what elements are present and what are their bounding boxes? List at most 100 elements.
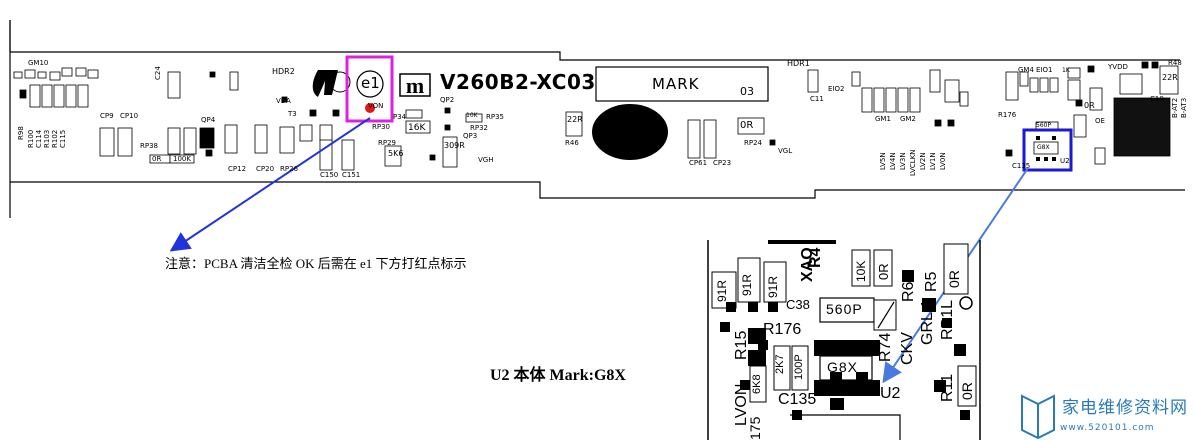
black-component-blob: [592, 104, 668, 160]
label-oe: OE: [1095, 117, 1105, 125]
watermark-logo: [1021, 394, 1055, 440]
zoom-10k: 10K: [854, 260, 868, 282]
zoom-0r-b: 0R: [946, 270, 962, 288]
label-qp2: QP2: [440, 96, 455, 104]
zoom-u2: U2: [880, 385, 901, 402]
label-r98: R98: [17, 126, 25, 140]
e1-arrow: [169, 117, 371, 252]
zoom-rp1l: RP1L: [939, 299, 956, 340]
label-309r: 309R: [444, 141, 465, 150]
logo-mark: [312, 70, 351, 97]
hdr2-label: HDR2: [272, 67, 295, 76]
label-rp35: RP35: [486, 113, 504, 121]
zoom-6k8: 6K8: [751, 374, 763, 394]
u2-chip-small: [1033, 141, 1059, 155]
label-c11: C11: [810, 95, 824, 103]
label-lv2n: LV2N: [919, 152, 927, 170]
watermark-title: 家电维修资料网: [1062, 398, 1188, 418]
label-p34: P34: [393, 113, 407, 121]
label-1k: 1K: [1062, 67, 1070, 74]
zoom-g8x: G8X: [827, 359, 859, 375]
label-t3: T3: [288, 110, 297, 118]
mark-box-label: MARK: [652, 75, 700, 93]
label-gm2: GM2: [900, 115, 916, 123]
label-c115: C115: [59, 129, 67, 148]
zoom-c38: C38: [786, 297, 810, 312]
label-gm1: GM1: [875, 115, 891, 123]
e1-circle: [356, 70, 384, 98]
label-560p: 560P: [1036, 122, 1052, 129]
e1-label: e1: [361, 74, 380, 92]
zoom-0r-c: 0R: [959, 382, 975, 400]
label-c24: C24: [154, 66, 162, 80]
zoom-r15: R15: [733, 330, 750, 360]
e1-highlight-box: [345, 55, 394, 123]
mark-number: 03: [740, 85, 754, 98]
zoom-175: 175: [747, 416, 763, 440]
zoom-91r-c: 91R: [766, 275, 780, 298]
zoom-r176: R176: [763, 321, 802, 338]
m-logo-glyph: m: [406, 73, 424, 98]
zoom-r55: R5: [923, 271, 940, 292]
label-lvclkn: LVCLKN: [909, 149, 917, 176]
label-bat2: B-AT2: [1171, 97, 1179, 118]
label-0r: 0R: [152, 155, 162, 163]
zoom-100p: 100P: [793, 354, 805, 380]
label-gm10: GM10: [28, 59, 49, 67]
label-c151: C151: [342, 171, 361, 179]
zoom-grl: GRL 1: [919, 299, 936, 345]
zoom-ckv: CKV: [899, 332, 916, 365]
left-components: [13, 67, 355, 171]
label-qp3: QP3: [463, 132, 478, 140]
label-c10: C10: [1150, 95, 1164, 103]
label-10k: 10K: [466, 112, 478, 119]
label-c114: C114: [35, 129, 43, 148]
label-r46: R46: [565, 139, 579, 147]
label-eio2: EIO2: [828, 85, 845, 93]
m-logo-box: [399, 73, 431, 97]
label-0r-mid: 0R: [740, 120, 754, 131]
label-100k: 100K: [173, 155, 191, 163]
label-c150: C150: [320, 171, 339, 179]
pcba-note: 注意：PCBA 清洁全检 OK 后需在 e1 下方打红点标示: [165, 256, 467, 271]
label-r100: R100: [27, 129, 35, 148]
model-label: V260B2-XC03: [440, 70, 596, 94]
label-qp4: QP4: [201, 116, 216, 124]
zoom-91r-b: 91R: [740, 273, 754, 296]
label-vgl: VGL: [778, 147, 793, 155]
label-cp20: CP20: [256, 165, 275, 173]
label-22r-right: 22R: [1162, 73, 1178, 82]
label-vda: VDA: [276, 97, 291, 105]
zoom-c135: C135: [778, 391, 817, 408]
label-cp10: CP10: [120, 112, 139, 120]
label-rp24: RP24: [744, 139, 762, 147]
label-16k: 16K: [408, 123, 426, 133]
label-rp30: RP30: [372, 123, 390, 131]
label-cp23: CP23: [713, 159, 732, 167]
zoom-r-top: R4: [807, 247, 824, 268]
label-lv5n: LV5N: [879, 152, 887, 170]
label-eio1: EIO1: [1036, 66, 1053, 74]
zoom-r11: R11: [939, 373, 956, 402]
label-bat3: B-AT3: [1180, 97, 1188, 118]
label-0r-right: 0R: [1084, 101, 1095, 110]
zoom-91r-a: 91R: [715, 279, 729, 302]
label-yvdd: YVDD: [1108, 63, 1128, 71]
label-r48: R48: [1168, 59, 1182, 67]
label-r102: R102: [51, 129, 59, 148]
u2-highlight-box: [1022, 128, 1073, 172]
zoom-inset: [707, 240, 981, 440]
label-22r: 22R: [567, 115, 583, 124]
label-r176-small: R176: [998, 111, 1017, 119]
label-lv1n: LV1N: [929, 152, 937, 170]
label-u2-small: U2: [1060, 157, 1070, 165]
right-components: [807, 61, 1179, 165]
label-cp12: CP12: [228, 165, 247, 173]
label-gm4: GM4: [1018, 66, 1034, 74]
label-5k6: 5K6: [388, 149, 404, 158]
label-vgh: VGH: [478, 156, 494, 164]
label-rp29: RP29: [378, 139, 396, 147]
zoom-0r-a: 0R: [876, 263, 891, 280]
